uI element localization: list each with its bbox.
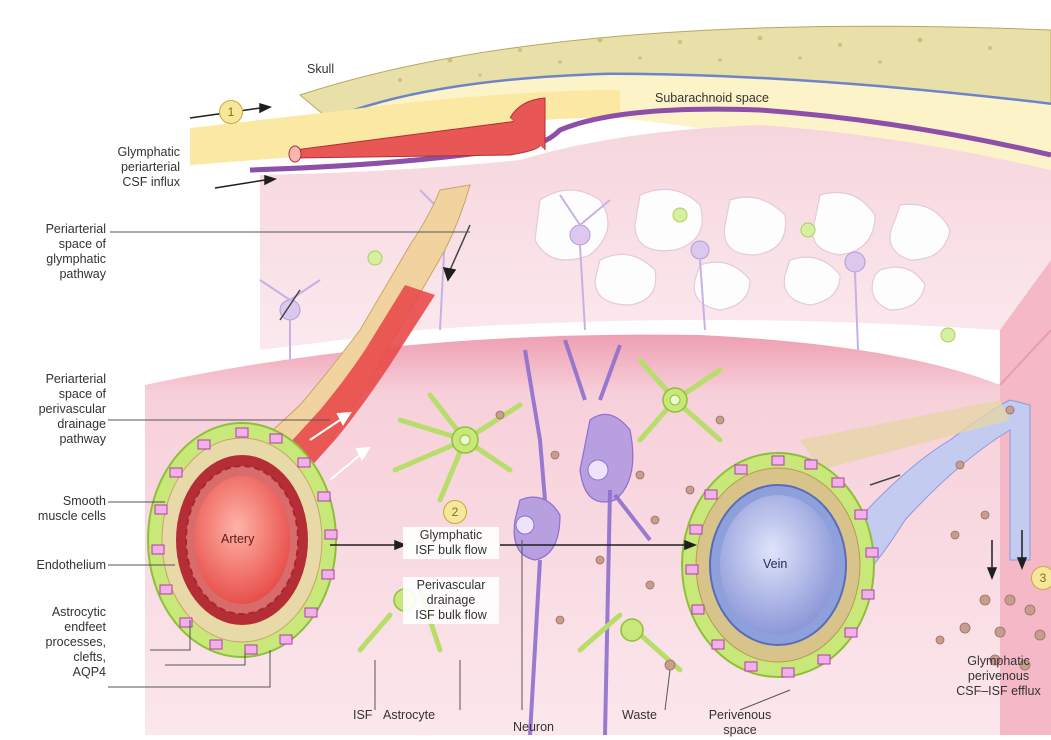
vein-label: Vein	[763, 557, 787, 572]
step-2-badge: 2	[443, 500, 467, 524]
periarterial-glymphatic-label: Periarterial space of glymphatic pathway	[10, 222, 106, 282]
astrocytic-endfeet-label: Astrocytic endfeet processes, clefts, AQ…	[10, 605, 106, 680]
step-1-badge: 1	[219, 100, 243, 124]
neuron-label: Neuron	[513, 720, 554, 735]
perivascular-isf-flow-label: Perivascular drainage ISF bulk flow	[403, 577, 499, 624]
smooth-muscle-label: Smooth muscle cells	[10, 494, 106, 524]
glymphatic-influx-label: Glymphatic periarterial CSF influx	[86, 145, 180, 190]
glymphatic-efflux-label: Glymphatic perivenous CSF–ISF efflux	[946, 654, 1051, 699]
endothelium-label: Endothelium	[6, 558, 106, 573]
subarachnoid-space-label: Subarachnoid space	[655, 91, 769, 106]
glymphatic-isf-flow-label: Glymphatic ISF bulk flow	[403, 527, 499, 559]
artery-label: Artery	[221, 532, 254, 547]
waste-label: Waste	[622, 708, 657, 723]
periarterial-perivascular-label: Periarterial space of perivascular drain…	[10, 372, 106, 447]
astrocyte-label: Astrocyte	[383, 708, 435, 723]
perivenous-space-label: Perivenous space	[700, 708, 780, 738]
skull-label: Skull	[307, 62, 334, 77]
isf-label: ISF	[353, 708, 372, 723]
step-3-badge: 3	[1031, 566, 1051, 590]
